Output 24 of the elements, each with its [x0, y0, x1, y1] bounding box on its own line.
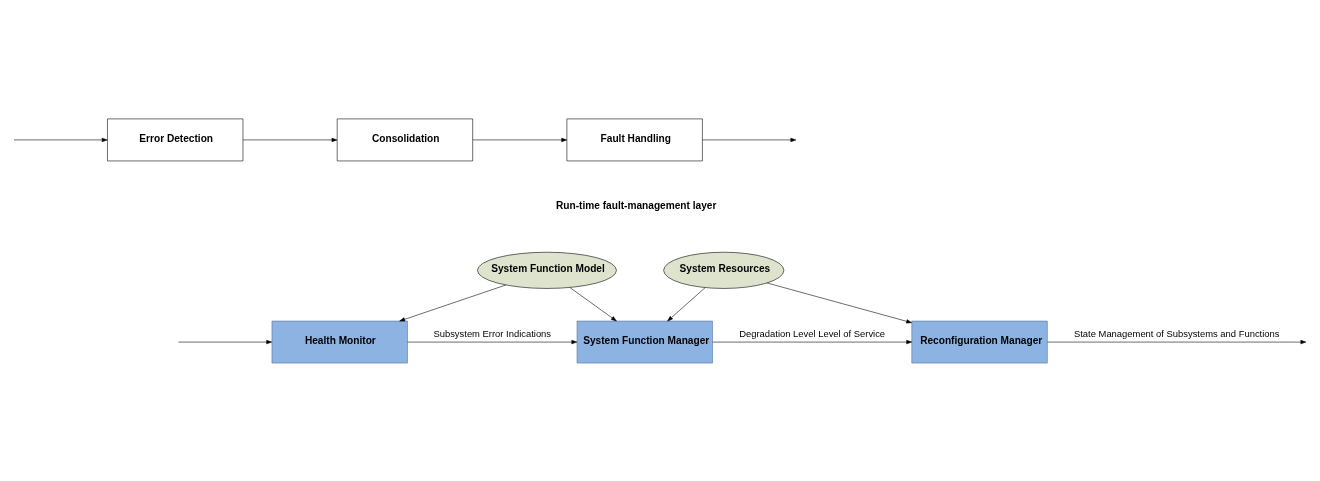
node-box: Fault Handling: [566, 118, 703, 161]
node-box: Consolidation: [336, 118, 473, 161]
node-box: Health Monitor: [271, 320, 408, 363]
node-ellipse: System Resources: [663, 251, 785, 289]
arrow: [407, 339, 578, 344]
arrow: [472, 137, 567, 142]
node-box: Error Detection: [107, 118, 244, 161]
arrow: [702, 137, 797, 142]
node-ellipse: System Function Model: [477, 251, 617, 289]
edge-label: Subsystem Error Indications: [433, 327, 552, 339]
label: Run-time fault-management layer: [556, 199, 717, 211]
arrow: [569, 286, 617, 321]
arrow: [712, 339, 912, 344]
arrow: [1047, 339, 1307, 344]
node-box: Reconfiguration Manager: [911, 320, 1048, 363]
node-box: System Function Manager: [576, 320, 713, 363]
arrow: [766, 282, 912, 323]
arrow: [399, 284, 507, 321]
arrow: [178, 339, 272, 344]
edge-label: State Management of Subsystems and Functions: [1073, 327, 1280, 339]
arrow: [242, 137, 338, 142]
arrow: [13, 137, 108, 142]
edge-label: Degradation Level Level of Service: [739, 327, 886, 339]
arrow: [667, 286, 706, 321]
